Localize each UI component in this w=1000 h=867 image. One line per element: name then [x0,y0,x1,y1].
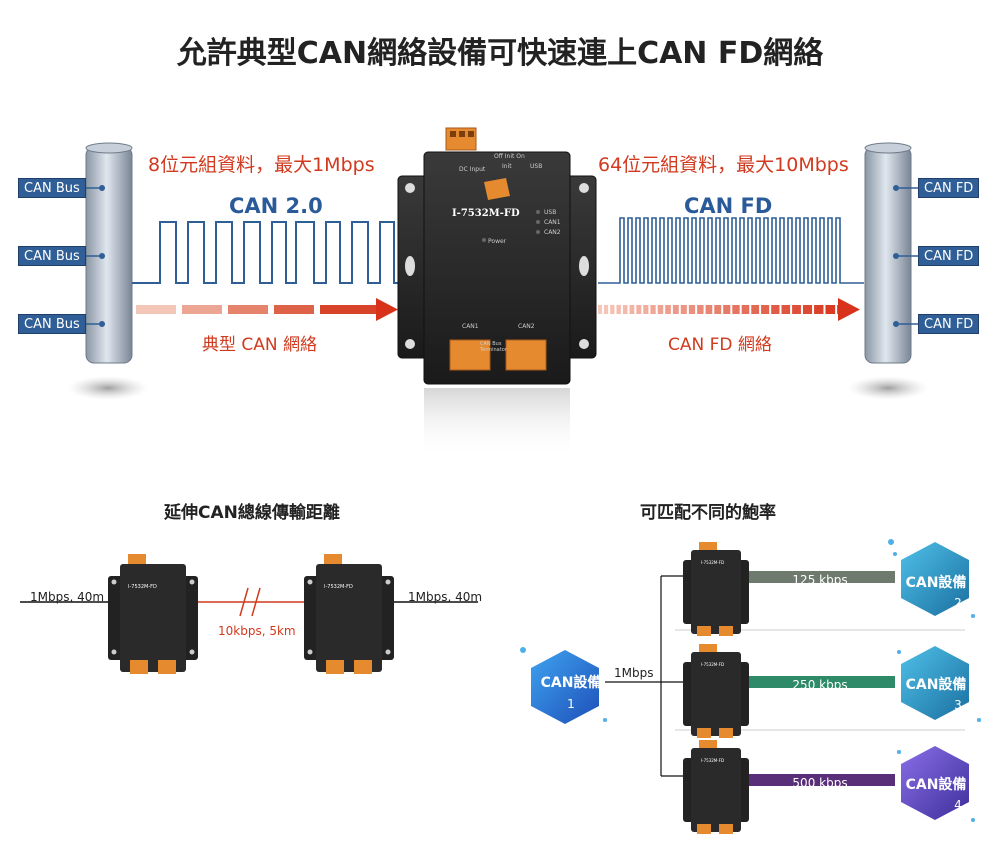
left-rate-label: 8位元組資料，最大1Mbps [148,154,375,176]
device-model-label: I-7532M-FD [452,208,520,219]
right-can-fd-cylinder [848,142,928,400]
dc-input-label: DC Input [459,166,486,173]
baud-device-3-model: I-7532M-FD [701,758,725,763]
extend-device-left-model: I-7532M-FD [128,584,157,590]
extend-device-left [108,554,198,674]
target4-num: 4 [954,798,962,812]
extend-section-title: 延伸CAN總線傳輸距離 [164,503,340,523]
source-device-num: 1 [567,697,575,711]
hex-target-4 [901,746,969,820]
baud-device-3 [683,740,749,834]
target4-label: CAN設備 [905,777,967,793]
power-label: Power [488,238,507,245]
hex-target-3 [901,646,969,720]
baud-device-1-model: I-7532M-FD [701,560,725,565]
target2-rate: 125 kbps [792,573,848,587]
right-red-arrow [598,298,860,321]
target3-rate: 250 kbps [792,678,848,692]
led-usb-label: USB [544,209,557,216]
can-bus-tag-3: CAN Bus [18,314,86,334]
left-red-arrow [136,298,398,321]
baud-diagram [520,539,981,834]
top-diagram [68,127,928,458]
right-rate-label: 64位元組資料，最大10Mbps [598,154,849,176]
can-bus-tag-2: CAN Bus [18,246,86,266]
target4-rate: 500 kbps [792,776,848,790]
can2-port-label: CAN2 [518,323,535,330]
target3-num: 3 [954,698,962,712]
off-init-on-label: Off Init On [494,153,525,160]
led-can1-label: CAN1 [544,219,561,226]
target2-num: 2 [954,596,962,610]
hex-target-2 [901,542,969,616]
baud-section-title: 可匹配不同的鮑率 [640,503,776,523]
i7532m-fd-device [397,127,597,458]
source-rate: 1Mbps [614,666,654,680]
source-device-label: CAN設備 [540,675,602,691]
extend-device-right-model: I-7532M-FD [324,584,353,590]
canfd-label: CAN FD [684,194,773,218]
baud-device-2 [683,644,749,738]
can20-label: CAN 2.0 [229,194,323,218]
terminator-label: CAN Bus Terminator [480,341,507,353]
target2-label: CAN設備 [905,575,967,591]
can-fd-tag-1: CAN FD [918,178,980,198]
can-bus-tag-1: CAN Bus [18,178,86,198]
left-can-bus-cylinder [68,142,148,400]
right-network-label: CAN FD 網絡 [668,335,772,355]
left-network-label: 典型 CAN 網絡 [202,335,318,355]
extend-right-rate: 1Mbps, 40m [408,590,483,604]
canfd-waveform [598,217,864,284]
init-label: Init [502,163,512,170]
extend-link-rate: 10kbps, 5km [218,624,296,638]
hex-source [531,650,599,724]
page-title: 允許典型CAN網絡設備可快速連上CAN FD網絡 [176,36,824,71]
extend-left-rate: 1Mbps, 40m [30,590,105,604]
usb-port-label: USB [530,163,543,170]
led-can2-label: CAN2 [544,229,561,236]
can1-port-label: CAN1 [462,323,479,330]
can-fd-tag-3: CAN FD [918,314,980,334]
extend-diagram [20,554,478,674]
can20-waveform [132,221,402,284]
can-fd-tag-2: CAN FD [918,246,980,266]
baud-device-2-model: I-7532M-FD [701,662,725,667]
extend-device-right [304,554,394,674]
baud-device-1 [683,542,749,636]
target3-label: CAN設備 [905,677,967,693]
